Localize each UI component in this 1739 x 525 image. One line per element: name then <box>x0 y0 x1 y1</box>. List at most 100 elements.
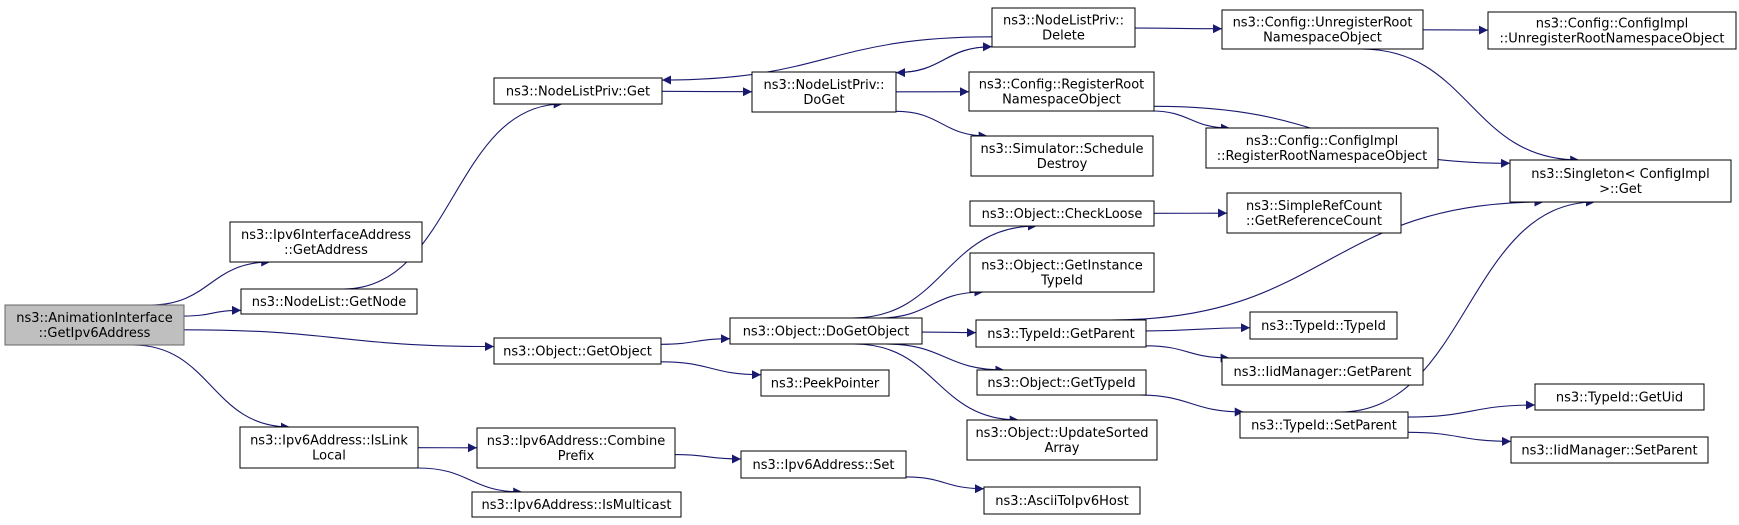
node-n3[interactable]: ns3::NodeListPriv::Get <box>493 77 663 105</box>
node-box[interactable] <box>975 319 1147 348</box>
node-n17[interactable]: ns3::TypeId::GetParent <box>975 319 1147 348</box>
node-n13[interactable]: ns3::Object::DoGetObject <box>729 317 923 345</box>
edge-n28-to-n29 <box>905 476 985 494</box>
node-box[interactable] <box>1221 357 1424 386</box>
node-n30[interactable]: ns3::Ipv6Address::IsMulticast <box>471 491 682 518</box>
node-label-line: Prefix <box>558 449 595 464</box>
node-n29[interactable]: ns3::AsciiToIpv6Host <box>983 486 1141 515</box>
node-n23[interactable]: ns3::IidManager::SetParent <box>1510 436 1709 464</box>
node-n12[interactable]: ns3::Object::GetObject <box>493 337 662 365</box>
node-box[interactable] <box>229 221 423 263</box>
node-box[interactable] <box>970 135 1154 177</box>
node-box[interactable] <box>983 486 1141 515</box>
node-label-line: ns3::Config::ConfigImpl <box>1246 134 1399 149</box>
node-box[interactable] <box>240 288 418 315</box>
edge-n21-to-n11 <box>1339 197 1595 413</box>
node-box[interactable] <box>969 200 1155 227</box>
node-label-line: ns3::Object::GetInstance <box>981 259 1143 274</box>
node-label-line: ns3::Ipv6Address::IsMulticast <box>482 498 672 513</box>
root-node-box[interactable] <box>4 304 185 346</box>
node-label-line: ns3::Object::DoGetObject <box>743 325 910 340</box>
node-n28[interactable]: ns3::Ipv6Address::Set <box>740 450 907 479</box>
node-box[interactable] <box>1205 127 1439 169</box>
node-label-line: ns3::NodeListPriv:: <box>1003 14 1124 29</box>
node-box[interactable] <box>239 426 419 469</box>
edge-n17-to-n18 <box>1145 323 1251 333</box>
node-box[interactable] <box>1239 411 1409 439</box>
node-n14[interactable]: ns3::Object::CheckLoose <box>969 200 1155 227</box>
node-n11[interactable]: ns3::Singleton< ConfigImpl >::Get <box>1509 159 1732 203</box>
node-box[interactable] <box>969 252 1155 293</box>
node-label-line: ns3::Config::RegisterRoot <box>979 78 1145 93</box>
node-box[interactable] <box>729 317 923 345</box>
node-box[interactable] <box>991 7 1136 48</box>
node-n25[interactable]: ns3::PeekPointer <box>760 369 890 397</box>
node-box[interactable] <box>476 427 676 469</box>
node-box[interactable] <box>1487 11 1737 50</box>
node-n18[interactable]: ns3::TypeId::TypeId <box>1249 311 1398 340</box>
node-label-line: ::RegisterRootNamespaceObject <box>1217 149 1428 164</box>
node-box[interactable] <box>1226 192 1402 234</box>
node-label-line: ::UnregisterRootNamespaceObject <box>1500 32 1725 47</box>
node-label-line: Destroy <box>1037 157 1088 172</box>
edge-n4-to-n10 <box>895 110 988 141</box>
node-label-line: ns3::Object::CheckLoose <box>982 207 1143 222</box>
node-label-line: ns3::AnimationInterface <box>16 311 173 326</box>
node-label-line: ns3::NodeListPriv::Get <box>506 85 650 100</box>
node-label-line: ::GetReferenceCount <box>1246 214 1382 229</box>
node-n20[interactable]: ns3::Object::GetTypeId <box>976 369 1147 396</box>
node-label-line: ns3::TypeId::TypeId <box>1261 319 1386 334</box>
node-n6[interactable]: ns3::Config::UnregisterRootNamespaceObje… <box>1221 9 1424 50</box>
node-box[interactable] <box>1510 436 1709 464</box>
node-box[interactable] <box>966 419 1158 461</box>
node-box[interactable] <box>493 337 662 365</box>
node-n15[interactable]: ns3::SimpleRefCount::GetReferenceCount <box>1226 192 1402 234</box>
node-label-line: Delete <box>1042 29 1085 44</box>
node-box[interactable] <box>471 491 682 518</box>
node-n8[interactable]: ns3::Config::RegisterRootNamespaceObject <box>968 71 1155 112</box>
node-n1[interactable]: ns3::Ipv6InterfaceAddress::GetAddress <box>229 221 423 263</box>
node-box[interactable] <box>760 369 890 397</box>
edge-n13-to-n24 <box>854 343 1019 425</box>
node-n22[interactable]: ns3::TypeId::GetUid <box>1534 383 1705 411</box>
node-box[interactable] <box>1509 159 1732 203</box>
node-n7[interactable]: ns3::Config::ConfigImpl::UnregisterRootN… <box>1487 11 1737 50</box>
node-n21[interactable]: ns3::TypeId::SetParent <box>1239 411 1409 439</box>
node-n2[interactable]: ns3::NodeList::GetNode <box>240 288 418 315</box>
node-label-line: DoGet <box>803 93 844 108</box>
edge-n6-to-n11 <box>1360 48 1580 165</box>
edge-n5-to-n4 <box>895 46 993 78</box>
edge-n5-to-n6 <box>1134 24 1223 34</box>
node-n0[interactable]: ns3::AnimationInterface::GetIpv6Address <box>4 304 185 346</box>
node-label-line: ns3::Simulator::Schedule <box>980 142 1143 157</box>
node-label-line: Array <box>1044 441 1079 456</box>
edge-n27-to-n28 <box>674 454 742 464</box>
node-label-line: ns3::IidManager::GetParent <box>1233 365 1411 380</box>
node-label-line: ns3::Singleton< ConfigImpl <box>1531 167 1709 182</box>
node-n19[interactable]: ns3::IidManager::GetParent <box>1221 357 1424 386</box>
edge-n2-to-n3 <box>343 99 563 290</box>
node-label-line: ns3::PeekPointer <box>771 377 880 392</box>
node-label-line: ns3::Config::ConfigImpl <box>1536 17 1689 32</box>
node-box[interactable] <box>1534 383 1705 411</box>
node-box[interactable] <box>740 450 907 479</box>
node-box[interactable] <box>493 77 663 105</box>
node-box[interactable] <box>1221 9 1424 50</box>
node-label-line: ns3::TypeId::GetUid <box>1556 391 1683 406</box>
node-layer: ns3::AnimationInterface::GetIpv6Addressn… <box>4 7 1737 518</box>
edge-n12-to-n13 <box>660 334 731 345</box>
node-n5[interactable]: ns3::NodeListPriv::Delete <box>991 7 1136 48</box>
node-n4[interactable]: ns3::NodeListPriv::DoGet <box>751 71 897 113</box>
node-n9[interactable]: ns3::Config::ConfigImpl::RegisterRootNam… <box>1205 127 1439 169</box>
node-box[interactable] <box>976 369 1147 396</box>
node-box[interactable] <box>1249 311 1398 340</box>
node-label-line: ns3::Ipv6InterfaceAddress <box>241 228 411 243</box>
node-box[interactable] <box>968 71 1155 112</box>
node-label-line: NamespaceObject <box>1263 31 1382 46</box>
node-box[interactable] <box>751 71 897 113</box>
